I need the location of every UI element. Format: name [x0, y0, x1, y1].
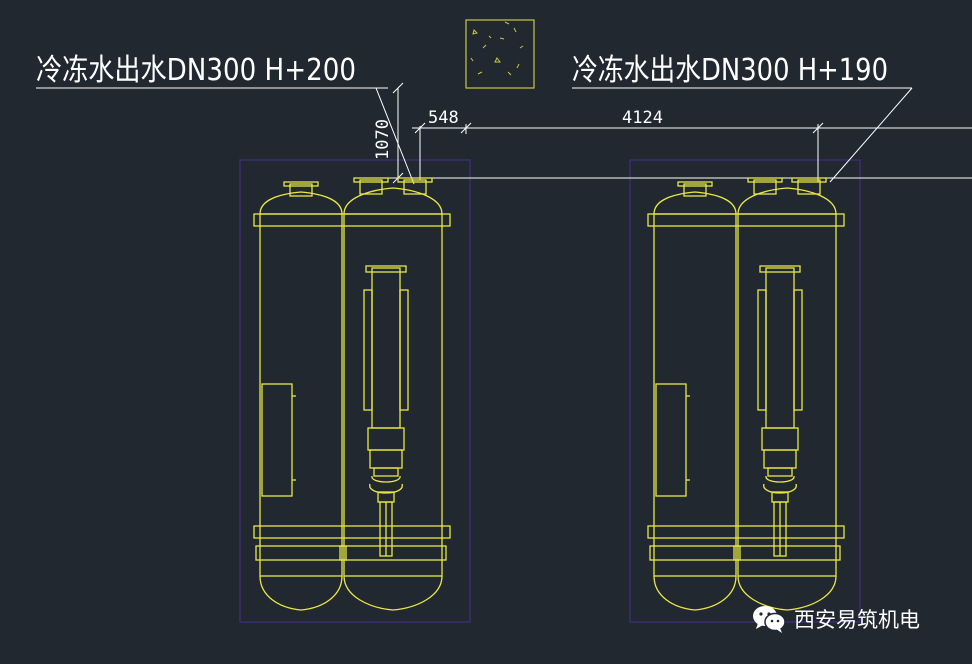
chiller-unit-left: [253, 177, 451, 611]
right-pipe-label: 冷冻水出水DN300 H+190: [572, 53, 888, 88]
structural-column: [465, 19, 535, 89]
unit-boundary-left: [239, 159, 471, 623]
unit-boundary-right: [629, 159, 861, 623]
watermark: 西安易筑机电: [752, 604, 920, 634]
watermark-text: 西安易筑机电: [794, 608, 920, 632]
wechat-icon: [752, 604, 786, 634]
dim-long-label: 4124: [622, 108, 663, 128]
left-pipe-label: 冷冻水出水DN300 H+200: [36, 53, 356, 88]
left-label-leader: [375, 87, 415, 185]
right-label-leader: [829, 87, 913, 183]
dim-short-label: 548: [428, 108, 459, 128]
chiller-unit-right: [647, 177, 845, 611]
dim-vertical-label: 1070: [373, 119, 393, 160]
